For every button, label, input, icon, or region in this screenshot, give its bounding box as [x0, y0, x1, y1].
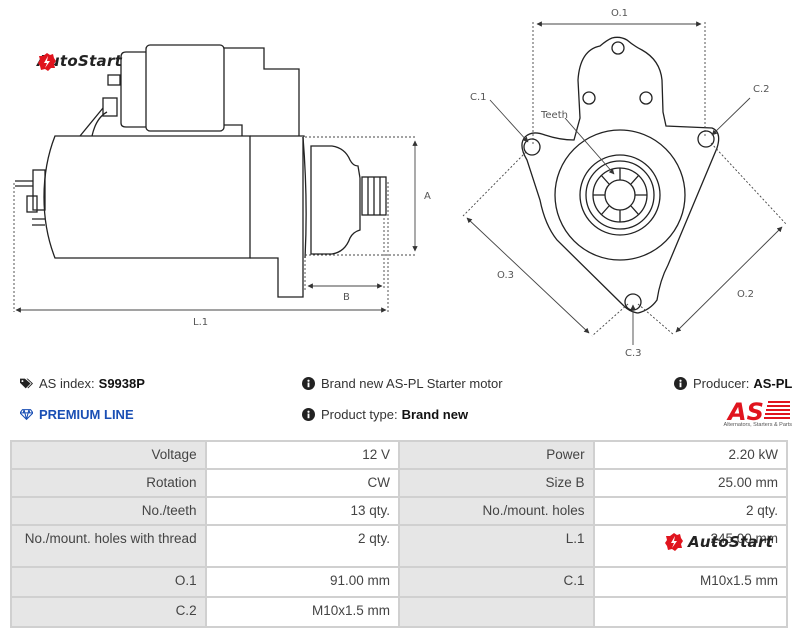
- spec-label: C.1: [397, 566, 595, 598]
- side-view-dimensions: [13, 136, 418, 313]
- autostart-gear-icon: [38, 53, 56, 71]
- spec-label: [397, 596, 595, 628]
- producer-row: Producer: AS-PL: [674, 376, 792, 391]
- spec-value: 12 V: [204, 440, 400, 470]
- spec-value: M10x1.5 mm: [592, 566, 789, 598]
- product-type-label: Product type:: [321, 407, 398, 422]
- as-pl-logo: AS Alternators, Starters & Parts: [704, 398, 792, 432]
- table-row: Rotation CW Size B 25.00 mm: [10, 468, 789, 498]
- spec-label: Size B: [397, 468, 595, 498]
- dimension-label-l1: L.1: [193, 317, 208, 328]
- product-diagram: A B L.1: [13, 8, 787, 359]
- spec-label: O.1: [10, 566, 207, 598]
- motor-housing: [43, 135, 251, 259]
- mount-hole-c1: [523, 138, 541, 156]
- spec-value: CW: [204, 468, 400, 498]
- autostart-watermark: AutoStart: [37, 52, 123, 71]
- autostart-wordmark: AutoStart: [37, 52, 123, 70]
- spec-value: [592, 596, 789, 628]
- dimension-label-o1: O.1: [611, 8, 628, 19]
- front-view-dimensions: [462, 21, 787, 345]
- side-view-drawing: [15, 44, 387, 298]
- info-icon: [302, 408, 315, 421]
- premium-line-label: PREMIUM LINE: [39, 407, 134, 422]
- product-type-row: Product type: Brand new: [302, 407, 468, 422]
- diamond-icon: [20, 409, 33, 421]
- premium-line-badge[interactable]: PREMIUM LINE: [20, 407, 134, 422]
- spec-value: 2.20 kW: [592, 440, 789, 470]
- autostart-watermark-overlay: AutoStart: [664, 532, 773, 552]
- nose: [310, 145, 361, 255]
- teeth-label: Teeth: [540, 110, 568, 121]
- flange: [250, 137, 304, 298]
- producer-value: AS-PL: [753, 376, 793, 391]
- description-row: Brand new AS-PL Starter motor: [302, 376, 503, 391]
- product-description: Brand new AS-PL Starter motor: [321, 376, 503, 391]
- spec-label: C.2: [10, 596, 207, 628]
- pinion-teeth: [593, 168, 647, 222]
- dimension-label-a: A: [424, 191, 431, 202]
- dimension-label-c2: C.2: [753, 84, 770, 95]
- product-type-value: Brand new: [401, 407, 469, 422]
- info-icon: [674, 377, 687, 390]
- starter-drawings: A B L.1: [13, 8, 787, 359]
- spec-label: Voltage: [10, 440, 207, 470]
- autostart-gear-icon: [665, 533, 683, 551]
- svg-text:AS: AS: [726, 398, 764, 422]
- spec-label: L.1: [397, 524, 595, 568]
- dimension-label-c1: C.1: [470, 92, 487, 103]
- dimension-label-b: B: [343, 292, 350, 303]
- spec-label: No./mount. holes with thread: [10, 524, 207, 568]
- spec-value: M10x1.5 mm: [204, 596, 400, 628]
- table-row: O.1 91.00 mm C.1 M10x1.5 mm: [10, 566, 789, 598]
- producer-label: Producer:: [693, 376, 750, 391]
- dimension-label-o3: O.3: [497, 270, 514, 281]
- table-row: C.2 M10x1.5 mm: [10, 596, 789, 628]
- producer-tagline: Alternators, Starters & Parts: [723, 422, 792, 428]
- as-index-value: S9938P: [98, 376, 145, 391]
- spec-value: 245.00 mm: [592, 524, 789, 568]
- tags-icon: [20, 378, 33, 389]
- specifications-table: Voltage 12 V Power 2.20 kW Rotation CW S…: [10, 440, 789, 628]
- as-logo-mark: AS: [726, 398, 790, 426]
- spec-label: No./teeth: [10, 496, 207, 526]
- as-index-row: AS index: S9938P: [20, 376, 145, 391]
- spec-label: Rotation: [10, 468, 207, 498]
- spec-label: No./mount. holes: [397, 496, 595, 526]
- solenoid: [145, 44, 225, 132]
- spec-value: 13 qty.: [204, 496, 400, 526]
- table-row: Voltage 12 V Power 2.20 kW: [10, 440, 789, 470]
- spec-value: 2 qty.: [204, 524, 400, 568]
- info-icon: [302, 377, 315, 390]
- spec-value: 2 qty.: [592, 496, 789, 526]
- mount-hole-c2: [697, 130, 715, 148]
- spec-label: Power: [397, 440, 595, 470]
- table-row: No./teeth 13 qty. No./mount. holes 2 qty…: [10, 496, 789, 526]
- as-index-label: AS index:: [39, 376, 95, 391]
- spec-value: 25.00 mm: [592, 468, 789, 498]
- dimension-label-o2: O.2: [737, 289, 754, 300]
- spec-value: 91.00 mm: [204, 566, 400, 598]
- dimension-label-c3: C.3: [625, 348, 642, 359]
- autostart-wordmark: AutoStart: [688, 533, 774, 551]
- front-view-drawing: [521, 36, 720, 314]
- table-row: No./mount. holes with thread 2 qty. L.1 …: [10, 524, 789, 568]
